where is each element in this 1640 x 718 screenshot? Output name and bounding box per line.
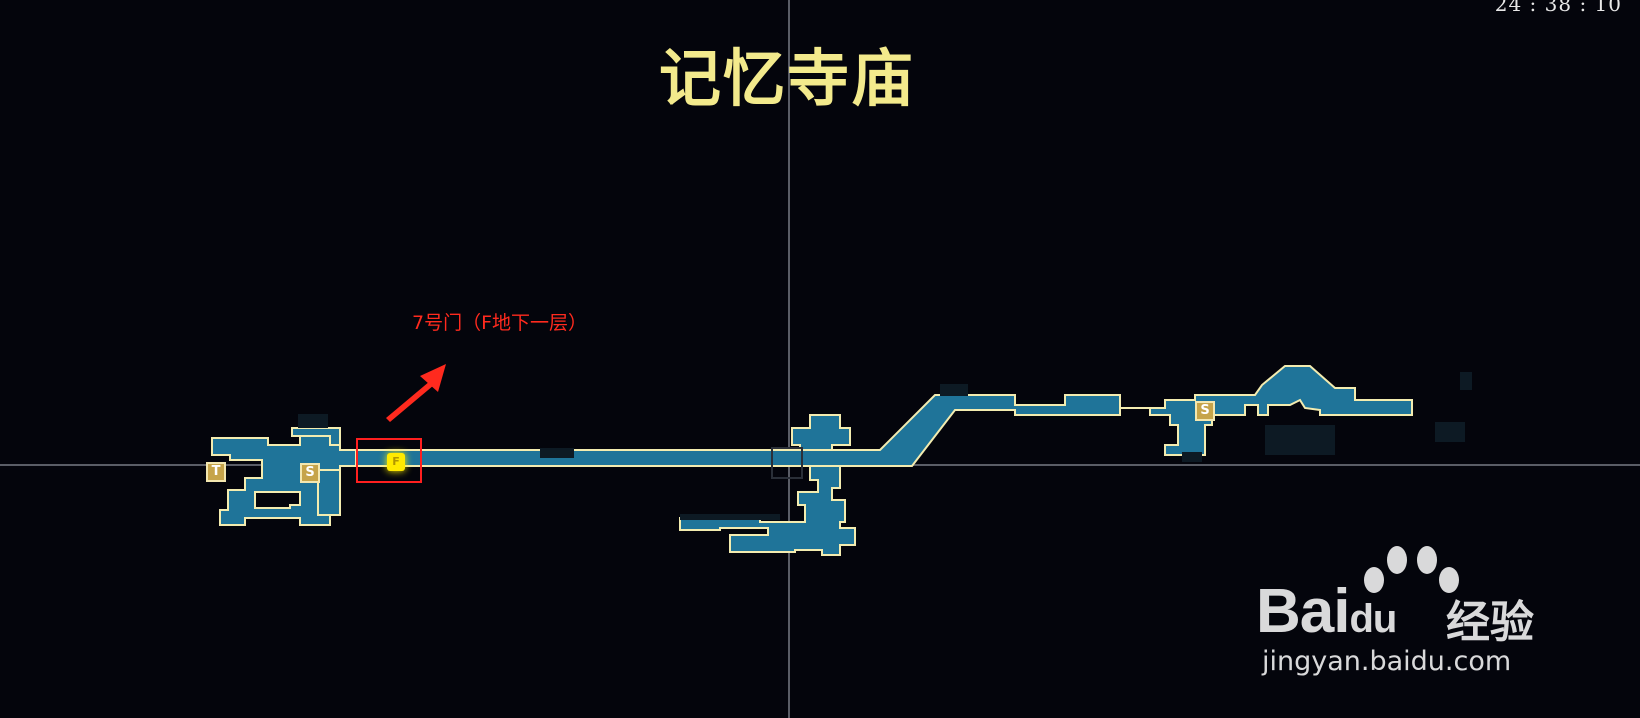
map-room-left-right-arm	[317, 469, 341, 516]
watermark-url: jingyan.baidu.com	[1262, 646, 1512, 677]
map-room-left-upper	[291, 427, 341, 446]
crosshair-vertical	[788, 0, 790, 718]
watermark-sub: 经验	[1446, 597, 1534, 648]
area-title: 记忆寺庙	[658, 42, 915, 115]
door-annotation-label: 7号门（F地下一层）	[412, 312, 588, 334]
map-room-center-shaft	[679, 465, 856, 556]
play-time-clock: 24 : 38 : 10	[1494, 0, 1622, 16]
door-icon: F	[387, 453, 405, 471]
map-room-left-hole	[254, 491, 301, 509]
map-unexplored	[298, 372, 1472, 520]
teleport-icon: T	[206, 462, 226, 482]
baidu-watermark: Baidu 经验 jingyan.baidu.com	[1256, 540, 1556, 680]
map-room-center-top	[791, 414, 851, 451]
save-point-icon-right: S	[1195, 401, 1215, 421]
paw-icon	[1364, 546, 1459, 593]
watermark-brand: Baidu	[1256, 577, 1397, 646]
save-point-icon: S	[300, 463, 320, 483]
door-highlight-box	[356, 438, 422, 483]
